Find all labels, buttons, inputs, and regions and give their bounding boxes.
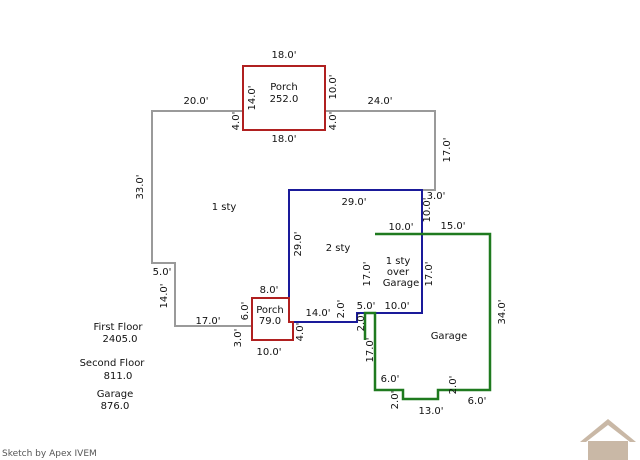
- dim-over-garage-left: 17.0': [362, 261, 373, 286]
- dim-two-sty-step-5: 5.0': [357, 301, 376, 312]
- second-floor-label: Second Floor: [80, 358, 146, 369]
- dim-two-sty-right-v: 10.0': [422, 197, 433, 222]
- dim-right-top: 24.0': [367, 96, 392, 107]
- porch-top-outline: [242, 65, 326, 131]
- garage-outline: [363, 232, 492, 401]
- dim-porch-bottom-right: 4.0': [295, 323, 306, 342]
- dim-porch-bottom-left: 6.0': [240, 302, 251, 321]
- dim-porch-top-bottom: 18.0': [271, 134, 296, 145]
- first-floor-label: First Floor: [93, 322, 143, 333]
- dim-porch-bottom-bottom: 10.0': [256, 347, 281, 358]
- porch-top-area: 252.0: [270, 94, 299, 105]
- dim-porch-top-left-step: 4.0': [231, 112, 242, 131]
- dim-garage-top: 15.0': [440, 221, 465, 232]
- dim-garage-step-right: 6.0': [468, 396, 487, 407]
- dim-garage-right: 34.0': [497, 299, 508, 324]
- first-floor-outline: [151, 110, 252, 327]
- dim-garage-bottom: 13.0': [418, 406, 443, 417]
- dim-porch-bottom-top: 8.0': [260, 285, 279, 296]
- first-floor-value: 2405.0: [103, 334, 138, 345]
- dim-garage-small-left: 2.0': [356, 313, 367, 332]
- porch-top-name: Porch: [270, 82, 298, 93]
- sketch-credit: Sketch by Apex IVEM: [2, 449, 97, 459]
- dim-bottom-left: 17.0': [195, 316, 220, 327]
- dim-porch-top-right-step: 4.0': [328, 112, 339, 131]
- two-story-label: 2 sty: [326, 243, 351, 254]
- dim-two-sty-top: 29.0': [341, 197, 366, 208]
- over-garage-outline: [375, 234, 423, 314]
- second-floor-value: 811.0: [104, 371, 133, 382]
- dim-garage-step-right-v: 2.0': [448, 376, 459, 395]
- over-garage-line3: Garage: [383, 278, 420, 289]
- over-garage-line2: over: [387, 267, 410, 278]
- porch-bottom-area: 79.0: [259, 316, 281, 327]
- dim-left-side: 33.0': [135, 174, 146, 199]
- garage-area-label: Garage: [97, 389, 134, 400]
- garage-label: Garage: [431, 331, 468, 342]
- dim-two-sty-step-right: 3.0': [427, 191, 446, 202]
- dim-garage-step-left: 6.0': [381, 374, 400, 385]
- first-floor-outline-right: [325, 110, 436, 191]
- dim-left-step: 5.0': [153, 267, 172, 278]
- dim-garage-step-left-v: 2.0': [390, 391, 401, 410]
- dim-right-side: 17.0': [442, 137, 453, 162]
- porch-bottom-outline: [251, 297, 294, 341]
- dim-two-sty-inner-top: 10.0': [388, 222, 413, 233]
- dim-porch-top-width: 18.0': [271, 50, 296, 61]
- one-story-label: 1 sty: [212, 202, 237, 213]
- dim-porch-top-left: 14.0': [247, 85, 258, 110]
- dim-porch-top-right: 10.0': [328, 74, 339, 99]
- dim-two-sty-left: 29.0': [293, 231, 304, 256]
- dim-porch-bottom-left-low: 3.0': [233, 329, 244, 348]
- dim-garage-left: 17.0': [365, 337, 376, 362]
- house-logo-icon: [580, 419, 636, 460]
- garage-area-value: 876.0: [101, 401, 130, 412]
- porch-bottom-name: Porch: [256, 305, 284, 316]
- dim-over-garage-bottom: 10.0': [384, 301, 409, 312]
- dim-two-sty-step-2: 2.0': [336, 300, 347, 319]
- dim-over-garage-right: 17.0': [424, 261, 435, 286]
- over-garage-line1: 1 sty: [386, 256, 411, 267]
- dim-two-sty-bottom: 14.0': [305, 308, 330, 319]
- dim-left-top: 20.0': [183, 96, 208, 107]
- dim-left-lower: 14.0': [159, 283, 170, 308]
